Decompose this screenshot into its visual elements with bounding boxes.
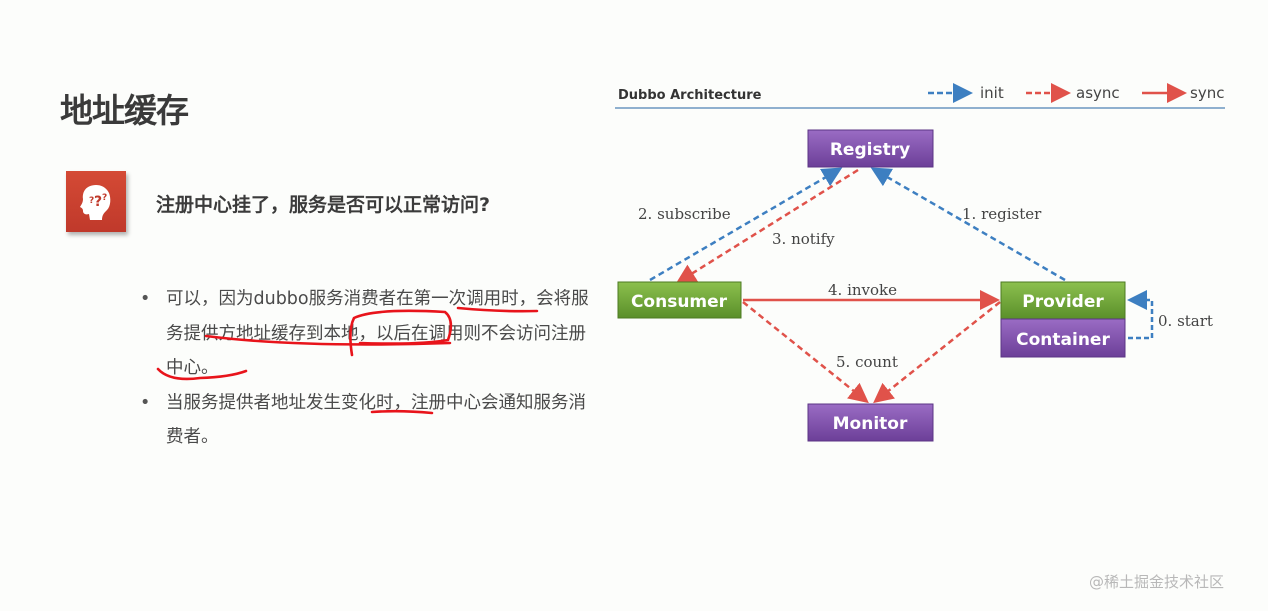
svg-text:?: ? <box>94 194 102 210</box>
edge-notify <box>675 168 859 284</box>
node-provider: Provider <box>1000 281 1126 320</box>
dubbo-architecture-diagram: Dubbo Architecture init async sync 2. su… <box>615 83 1225 442</box>
node-registry: Registry <box>807 129 934 168</box>
edge-register <box>870 167 1066 282</box>
label-start: 0. start <box>1158 312 1213 330</box>
edge-count-provider <box>873 301 1001 404</box>
label-subscribe: 2. subscribe <box>638 205 731 223</box>
svg-text:Registry: Registry <box>830 140 910 160</box>
legend: init async sync <box>928 83 1224 103</box>
bullet-item: 当服务提供者地址发生变化时，注册中心会通知服务消费者。 <box>140 386 600 455</box>
diagram-title: Dubbo Architecture <box>618 88 762 103</box>
edge-subscribe <box>649 167 843 282</box>
edge-start <box>1127 290 1154 340</box>
question-text: 注册中心挂了，服务是否可以正常访问? <box>156 194 491 216</box>
legend-init-label: init <box>980 84 1004 102</box>
legend-sync-label: sync <box>1190 84 1224 102</box>
node-container: Container <box>1000 318 1126 358</box>
edge-count-consumer <box>742 301 869 404</box>
bullet-list: 可以，因为dubbo服务消费者在第一次调用时，会将服务提供方地址缓存到本地，以后… <box>140 282 600 455</box>
label-invoke: 4. invoke <box>828 281 897 299</box>
svg-text:Provider: Provider <box>1022 292 1104 312</box>
legend-async-label: async <box>1076 84 1120 102</box>
label-notify: 3. notify <box>772 230 835 248</box>
label-count: 5. count <box>836 353 898 371</box>
svg-text:?: ? <box>102 193 107 203</box>
svg-text:?: ? <box>89 196 94 206</box>
question-head-icon: ? ? ? <box>66 171 126 232</box>
label-register: 1. register <box>962 205 1042 223</box>
svg-text:Monitor: Monitor <box>833 414 908 434</box>
watermark: @稀土掘金技术社区 <box>1089 573 1225 591</box>
bullet-item: 可以，因为dubbo服务消费者在第一次调用时，会将服务提供方地址缓存到本地，以后… <box>140 282 600 386</box>
svg-text:Container: Container <box>1016 330 1110 350</box>
node-monitor: Monitor <box>807 403 934 442</box>
svg-text:Consumer: Consumer <box>631 292 728 312</box>
slide-title: 地址缓存 <box>60 91 189 130</box>
node-consumer: Consumer <box>617 281 742 319</box>
